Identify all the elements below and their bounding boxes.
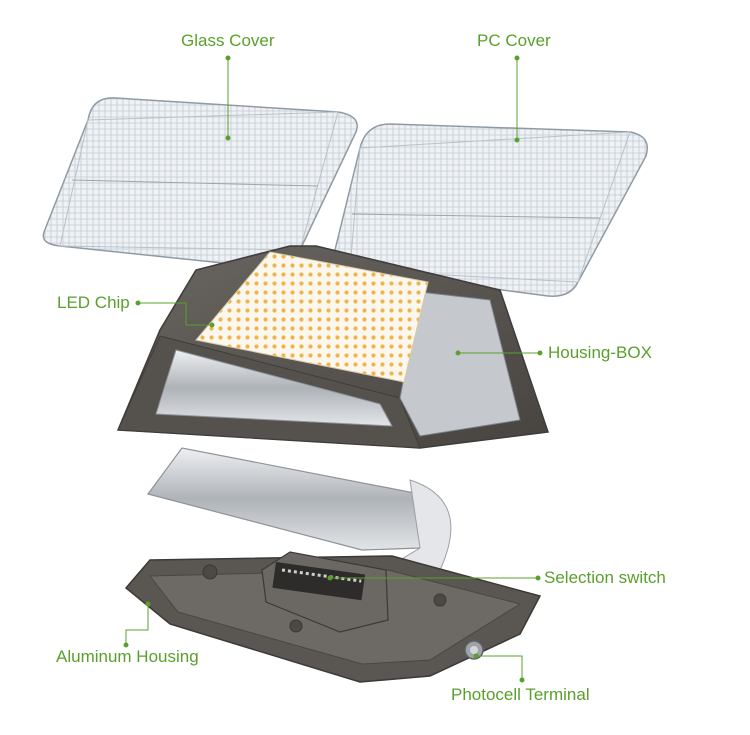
pc-cover-label: PC Cover [477,31,551,50]
reflector-part [146,447,452,573]
aluminum-housing-label: Aluminum Housing [56,647,199,666]
leader-lines [123,55,543,683]
glass-cover-part [42,97,358,269]
led-chip-label: LED Chip [57,293,130,312]
led-chip-board [195,251,429,383]
aluminum-housing-leader [125,604,149,645]
housing-box-label: Housing-BOX [548,343,652,362]
selection-switch-label: Selection switch [544,568,666,587]
housing-box-part [116,245,550,449]
photocell-terminal-leader [476,655,523,680]
photocell-terminal-label: Photocell Terminal [451,685,590,704]
selection-switch-part [261,551,389,633]
photocell-terminal-part [464,640,484,660]
led-chip-leader [138,302,212,326]
glass-cover-label: Glass Cover [181,31,275,50]
